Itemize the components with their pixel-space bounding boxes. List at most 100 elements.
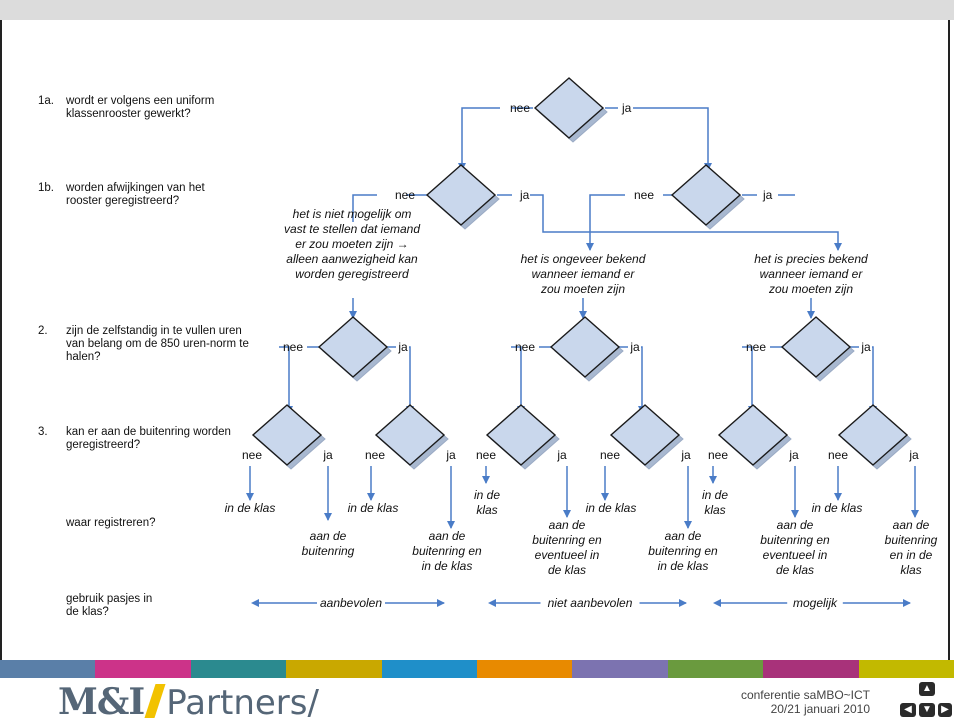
question-text: worden afwijkingen van het rooster gereg… bbox=[66, 182, 205, 207]
connector-arrow bbox=[406, 346, 414, 414]
connector-arrow bbox=[458, 107, 500, 171]
ja-label: ja bbox=[908, 448, 919, 462]
connector-lines bbox=[246, 107, 919, 529]
decision-diamond bbox=[609, 404, 681, 466]
nav-left-icon[interactable]: ◀ bbox=[900, 703, 916, 717]
color-bar-segment bbox=[95, 660, 191, 678]
decision-diamond bbox=[374, 404, 446, 466]
ja-label: ja bbox=[445, 448, 456, 462]
range-label: niet aanbevolen bbox=[548, 596, 633, 610]
connector-arrow bbox=[511, 346, 525, 414]
nee-label: nee bbox=[515, 340, 535, 354]
nee-label: nee bbox=[828, 448, 848, 462]
decision-diamond bbox=[317, 316, 389, 378]
ja-label: ja bbox=[680, 448, 691, 462]
nee-label: nee bbox=[283, 340, 303, 354]
question-number: 2. bbox=[38, 325, 48, 337]
ja-label: ja bbox=[397, 340, 408, 354]
decision-diamond bbox=[717, 404, 789, 466]
nee-label: nee bbox=[600, 448, 620, 462]
ja-label: ja bbox=[629, 340, 640, 354]
decision-diamond bbox=[837, 404, 909, 466]
decision-diamond bbox=[670, 164, 742, 226]
nav-down-icon[interactable]: ▼ bbox=[919, 703, 935, 717]
nee-label: nee bbox=[708, 448, 728, 462]
ja-label: ja bbox=[788, 448, 799, 462]
nee-label: nee bbox=[395, 188, 415, 202]
color-bar bbox=[0, 660, 954, 678]
logo-slash bbox=[144, 684, 166, 718]
connector-arrow bbox=[352, 194, 377, 222]
connector-arrow bbox=[742, 346, 756, 414]
nee-label: nee bbox=[242, 448, 262, 462]
color-bar-segment bbox=[667, 660, 764, 678]
slide-frame bbox=[0, 20, 950, 660]
connector-arrow bbox=[633, 107, 712, 171]
range-label-bg bbox=[317, 596, 385, 610]
ja-label: ja bbox=[621, 101, 632, 115]
ja-label: ja bbox=[519, 188, 530, 202]
range-label: mogelijk bbox=[793, 596, 838, 610]
outcome-label: in de klas bbox=[812, 501, 863, 515]
color-bar-segment bbox=[190, 660, 287, 678]
decision-diamond bbox=[533, 77, 605, 139]
decision-diamond bbox=[780, 316, 852, 378]
color-bar-segment bbox=[0, 660, 96, 678]
question-number: 1b. bbox=[38, 182, 54, 194]
nee-label: nee bbox=[365, 448, 385, 462]
footer-text: conferentie saMBO~ICT 20/21 januari 2010 bbox=[700, 688, 870, 716]
question-number: 3. bbox=[38, 426, 48, 438]
nee-label: nee bbox=[510, 101, 530, 115]
connector-arrow bbox=[530, 194, 842, 251]
color-bar-segment bbox=[381, 660, 478, 678]
range-label: aanbevolen bbox=[320, 596, 382, 610]
outcome-label: in de klas bbox=[225, 501, 276, 515]
ja-label: ja bbox=[322, 448, 333, 462]
logo-left-text: M&I bbox=[58, 681, 145, 723]
company-logo: M&I Partners/ bbox=[58, 680, 319, 723]
nav-right-icon[interactable]: ▶ bbox=[938, 703, 952, 717]
color-bar-segment bbox=[572, 660, 668, 678]
ja-label: ja bbox=[556, 448, 567, 462]
logo-right-text: Partners/ bbox=[166, 683, 319, 723]
decision-diamond bbox=[549, 316, 621, 378]
question-text: wordt er volgens een uniform klassenroos… bbox=[66, 95, 215, 120]
decision-diamond bbox=[425, 164, 497, 226]
slide-navigation: ▲ ◀ ▼ ▶ bbox=[900, 680, 954, 723]
card-usage-ranges: aanbevolen niet aanbevolen mogelijk bbox=[251, 596, 911, 610]
edge-labels: nee ja nee ja nee ja nee ja nee ja nee ja nee ja nee ja… bbox=[242, 101, 919, 462]
range-label-bg bbox=[540, 596, 640, 610]
nee-label: nee bbox=[634, 188, 654, 202]
color-bar-segment bbox=[286, 660, 382, 678]
question-text: kan er aan de buitenring worden geregist… bbox=[66, 426, 231, 451]
nav-up-icon[interactable]: ▲ bbox=[919, 682, 935, 696]
question-text: waar registreren? bbox=[66, 517, 156, 529]
decision-diamond bbox=[485, 404, 557, 466]
outcome-label: in de klas bbox=[586, 501, 637, 515]
ja-label: ja bbox=[762, 188, 773, 202]
color-bar-segment bbox=[858, 660, 954, 678]
range-label-bg bbox=[787, 596, 843, 610]
conference-name: conferentie saMBO~ICT bbox=[740, 688, 870, 702]
conference-date: 20/21 januari 2010 bbox=[770, 702, 870, 716]
nee-label: nee bbox=[746, 340, 766, 354]
connector-arrow bbox=[279, 346, 293, 414]
question-text: zijn de zelfstandig in te vullen uren va… bbox=[66, 325, 249, 363]
connector-arrow bbox=[586, 194, 625, 251]
connector-arrow bbox=[869, 346, 877, 414]
color-bar-segment bbox=[763, 660, 859, 678]
